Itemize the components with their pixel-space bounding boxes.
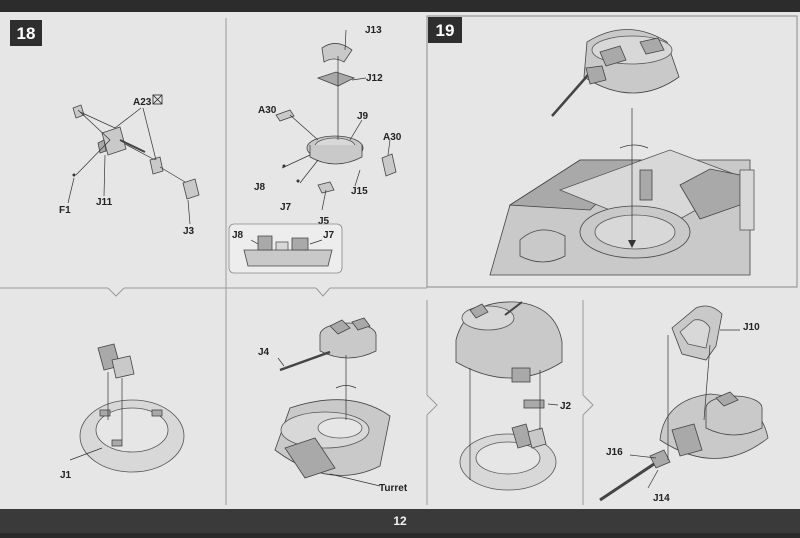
step-18-number: 18 [17, 24, 36, 43]
label-a30-right: A30 [383, 132, 402, 143]
divider-notch-1 [107, 287, 125, 297]
turret-body-assembly [274, 317, 391, 487]
label-a30-left: A30 [258, 105, 277, 116]
label-j11: J11 [96, 197, 113, 208]
label-turret: Turret [379, 483, 408, 494]
step-18-mantlet-parts [67, 104, 200, 225]
turret-final-assembly [599, 305, 769, 502]
label-j10: J10 [743, 322, 760, 333]
inset-part-drawing [243, 235, 333, 267]
divider-notch-4 [582, 394, 594, 416]
divider-notch-3 [426, 394, 438, 416]
step-19-hull-assembly [489, 29, 755, 276]
divider-notch-2 [315, 287, 331, 297]
label-j3: J3 [183, 226, 195, 237]
label-j2: J2 [560, 401, 572, 412]
label-j12: J12 [366, 73, 383, 84]
label-j14: J14 [653, 493, 670, 504]
footer-band [0, 509, 800, 533]
page-number: 12 [393, 514, 407, 528]
label-j16: J16 [606, 447, 623, 458]
label-j8-inset: J8 [232, 230, 244, 241]
label-a23: A23 [133, 97, 152, 108]
cut-mark-icon [152, 94, 163, 105]
step-19-frame [426, 15, 798, 288]
step-18-cupola-parts [275, 29, 397, 211]
step-19-number: 19 [436, 21, 455, 40]
label-j9: J9 [357, 111, 369, 122]
label-f1: F1 [59, 205, 71, 216]
turret-on-ring-assembly [455, 301, 563, 491]
label-j1: J1 [60, 470, 72, 481]
label-j13: J13 [365, 25, 382, 36]
label-j7-inset: J7 [323, 230, 335, 241]
step-19-badge [428, 17, 462, 43]
label-j15: J15 [351, 186, 368, 197]
label-j4: J4 [258, 347, 270, 358]
label-j8-top: J8 [254, 182, 266, 193]
label-j5: J5 [318, 216, 330, 227]
step-18-badge [10, 20, 42, 46]
label-j7-top: J7 [280, 202, 292, 213]
turret-ring-assembly [69, 343, 185, 473]
top-border [0, 0, 800, 12]
